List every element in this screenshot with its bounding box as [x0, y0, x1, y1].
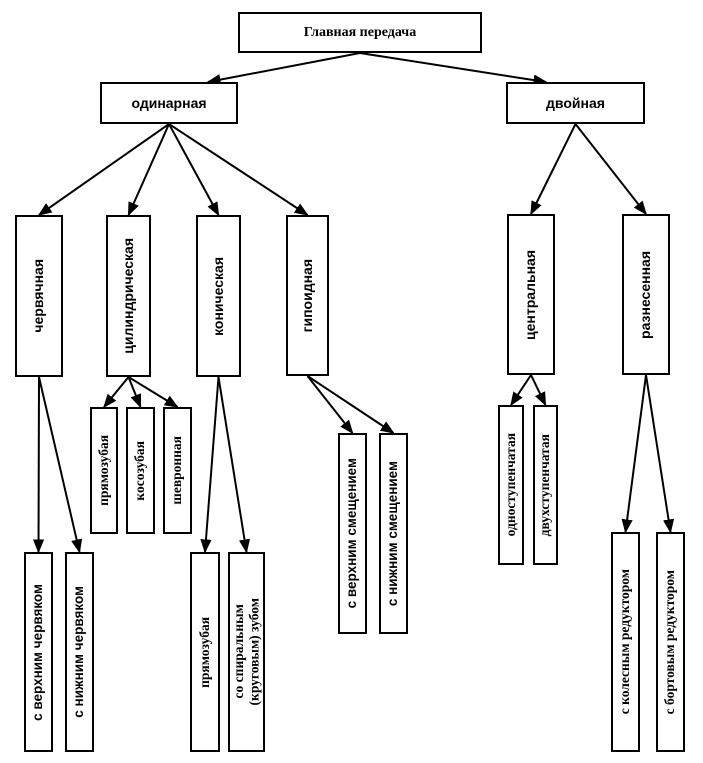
- node-label: со спиральным (круговым) зубом: [230, 598, 262, 706]
- arrow-hypoid-to-hyp_upper: [306, 375, 354, 435]
- node-label: с нижним смещением: [385, 460, 401, 607]
- node-conical-straight: прямозубая: [190, 552, 220, 752]
- node-single: одинарная: [100, 82, 238, 124]
- node-central-single-stage: одноступенчатая: [498, 405, 524, 565]
- arrow-cylindrical-to-cyl_chevron: [127, 376, 179, 408]
- arrow-conical-to-con_straight: [200, 376, 220, 554]
- node-central-two-stage: двухступенчатая: [533, 405, 558, 565]
- arrow-root-to-single: [206, 52, 361, 86]
- arrow-hypoid-to-hyp_lower: [306, 375, 395, 434]
- arrow-worm-to-worm_lower: [38, 376, 83, 554]
- node-label: коническая: [209, 256, 226, 336]
- node-separated-board-reducer: с бортовым редуктором: [656, 532, 685, 752]
- node-label: прямозубая: [95, 435, 111, 506]
- node-central: центральная: [507, 214, 555, 375]
- arrow-single-to-conical: [168, 123, 220, 217]
- arrow-separated-to-sep_wheel: [621, 374, 647, 534]
- node-label: с верхним смещением: [344, 458, 360, 609]
- node-label: гипоидная: [298, 258, 315, 333]
- arrow-root-to-double: [359, 52, 548, 86]
- node-worm-upper: с верхним червяком: [24, 552, 53, 752]
- node-separated: разнесенная: [622, 214, 670, 375]
- node-hypoid: гипоидная: [286, 215, 329, 376]
- node-label: шевронная: [169, 436, 185, 505]
- node-label: с колесным редуктором: [617, 569, 633, 715]
- node-hypoid-upper-offset: с верхним смещением: [338, 433, 367, 634]
- node-label: червячная: [30, 259, 47, 333]
- node-label: двухступенчатая: [537, 433, 553, 537]
- node-conical: коническая: [196, 215, 241, 377]
- node-separated-wheel-reducer: с колесным редуктором: [611, 532, 640, 752]
- node-conical-spiral: со спиральным (круговым) зубом: [228, 552, 265, 752]
- node-label: Главная передача: [303, 24, 417, 40]
- arrow-single-to-hypoid: [168, 123, 309, 216]
- arrow-double-to-separated: [574, 123, 647, 216]
- node-worm: червячная: [15, 215, 63, 377]
- node-label: косозубая: [132, 440, 148, 501]
- node-worm-lower: с нижним червяком: [65, 552, 94, 752]
- arrow-single-to-worm: [37, 123, 170, 216]
- node-double: двойная: [506, 82, 645, 124]
- node-label: цилиндрическая: [119, 238, 136, 354]
- node-hypoid-lower-offset: с нижним смещением: [379, 433, 408, 634]
- arrow-central-to-cen_two_stage: [530, 374, 547, 407]
- node-label: прямозубая: [196, 616, 212, 688]
- node-label: двойная: [546, 95, 605, 111]
- node-label: с бортовым редуктором: [662, 569, 678, 715]
- node-cylindrical-straight: прямозубая: [90, 407, 118, 534]
- arrow-cylindrical-to-cyl_straight: [103, 376, 130, 409]
- node-main-gear: Главная передача: [238, 12, 482, 53]
- arrow-central-to-cen_single_stage: [510, 374, 532, 407]
- arrow-conical-to-con_spiral: [217, 376, 251, 554]
- node-cylindrical: цилиндрическая: [106, 215, 151, 377]
- arrow-single-to-cylindrical: [127, 123, 170, 217]
- node-label: одноступенчатая: [502, 433, 518, 537]
- node-label: центральная: [522, 249, 539, 340]
- node-cylindrical-chevron: шевронная: [163, 407, 192, 534]
- node-label: с верхним червяком: [30, 583, 46, 721]
- node-label: разнесенная: [637, 250, 654, 339]
- arrow-worm-to-worm_upper: [32, 376, 45, 554]
- arrow-cylindrical-to-cyl_helical: [127, 376, 142, 409]
- arrow-double-to-central: [530, 123, 577, 216]
- node-label: с нижним червяком: [71, 586, 87, 718]
- node-cylindrical-helical: косозубая: [126, 407, 155, 534]
- node-label: одинарная: [131, 95, 207, 111]
- arrow-separated-to-sep_board: [645, 374, 675, 534]
